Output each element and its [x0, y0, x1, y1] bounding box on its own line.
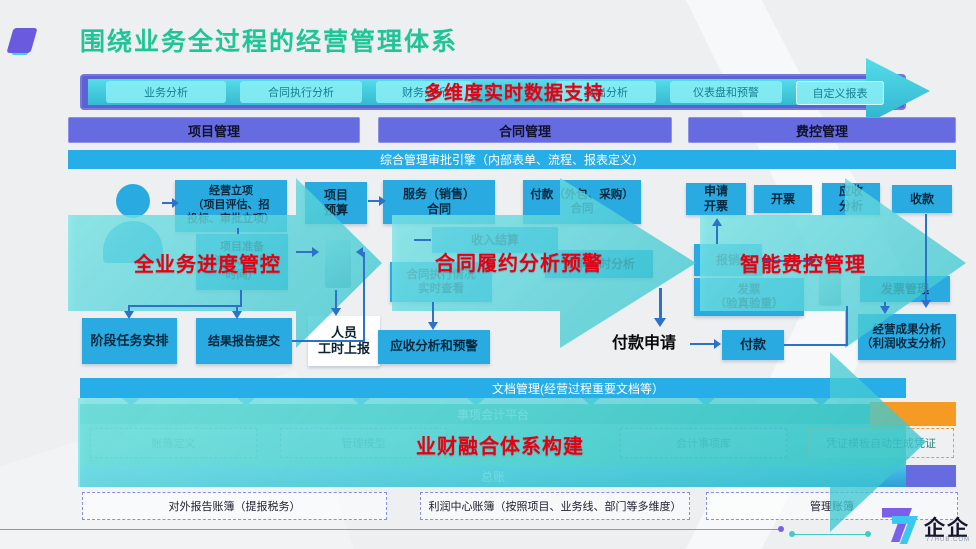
connector [240, 290, 242, 306]
arrowhead [712, 213, 722, 226]
connector [368, 200, 381, 202]
connector [128, 305, 242, 307]
connector [432, 302, 434, 324]
arrowhead [124, 311, 134, 324]
footer-dot [865, 531, 871, 537]
slogan-finance-integration: 业财融合体系构建 [416, 436, 584, 458]
connector [784, 344, 848, 346]
box-timesheet: 人员 工时上报 [308, 316, 380, 366]
arrowhead [172, 198, 184, 208]
arrowhead [809, 256, 821, 266]
header-contract-mgmt: 合同管理 [378, 117, 672, 143]
connector [846, 306, 848, 346]
box-payment: 付款 [722, 330, 784, 360]
footer-line-purple [0, 529, 780, 530]
box-result-report: 结果报告提交 [196, 318, 292, 364]
footer-line-teal [792, 534, 868, 535]
arrowhead [428, 322, 438, 335]
box-collection: 收款 [892, 185, 952, 213]
ledger-profit-center: 利润中心账簿（按照项目、业务线、部门等多维度） [420, 492, 690, 520]
company-logo-domain: 77HUB.COM [926, 537, 971, 543]
overlay-data-support: 多维度实时数据支持 [424, 83, 605, 104]
top-bar-item-business-analysis: 业务分析 [106, 81, 226, 103]
connector [296, 251, 314, 253]
arrowhead [232, 311, 242, 324]
slogan-expense-control: 智能费控管理 [740, 254, 866, 276]
top-bar-item-contract-exec-analysis: 合同执行分析 [240, 81, 362, 103]
label-payment-request: 付款申请 [612, 335, 677, 352]
footer-dot [778, 526, 784, 532]
ledger-bar-purple-end [906, 465, 956, 487]
arrowhead [921, 300, 931, 313]
arrowhead [379, 196, 391, 206]
arrowhead [880, 306, 890, 319]
slogan-project-control: 全业务进度管控 [134, 254, 281, 276]
header-project-mgmt: 项目管理 [68, 117, 360, 143]
connector [292, 340, 364, 342]
top-bar-item-spend-analysis: 支出分析 [556, 81, 656, 103]
document-bar: 文档管理(经营过程重要文档等） [80, 378, 906, 398]
connector [414, 239, 431, 241]
connector [335, 290, 337, 310]
connector [237, 228, 239, 234]
box-receivable-alert: 应收分析和预警 [378, 330, 490, 364]
top-bar-item-finance-analysis: 财务分析 [376, 81, 472, 103]
slogan-contract-alert: 合同履约分析预警 [435, 253, 603, 275]
top-bar-item-dashboard-alert: 仪表盘和预警 [670, 81, 782, 103]
slide-logo-icon [6, 28, 38, 53]
arrowhead [654, 318, 666, 333]
connector [925, 214, 927, 300]
arrowhead [312, 247, 324, 257]
arrowhead [331, 308, 341, 321]
company-logo-name: 企企 [924, 517, 970, 540]
footer-dot [789, 531, 795, 537]
connector [716, 222, 718, 244]
user-icon [116, 184, 150, 218]
box-stage-tasks: 阶段任务安排 [82, 318, 177, 364]
box-request-invoice: 申请 开票 [686, 183, 746, 215]
box-invoicing: 开票 [754, 185, 812, 213]
connector [363, 252, 365, 342]
arrowhead [714, 339, 726, 349]
connector [690, 343, 716, 345]
connector [884, 302, 886, 308]
ledger-external-report: 对外报告账簿（提报税务） [82, 492, 387, 520]
approval-engine-bar: 综合管理审批引擎（内部表单、流程、报表定义） [68, 150, 956, 169]
arrowhead [351, 247, 363, 257]
connector [236, 305, 238, 313]
connector [162, 202, 174, 204]
header-expense-mgmt: 费控管理 [688, 117, 956, 143]
page-title: 围绕业务全过程的经营管理体系 [80, 28, 459, 56]
top-bar-item-custom-report: 自定义报表 [796, 81, 884, 105]
connector [128, 305, 130, 313]
connector [762, 260, 812, 262]
connector [659, 288, 662, 320]
